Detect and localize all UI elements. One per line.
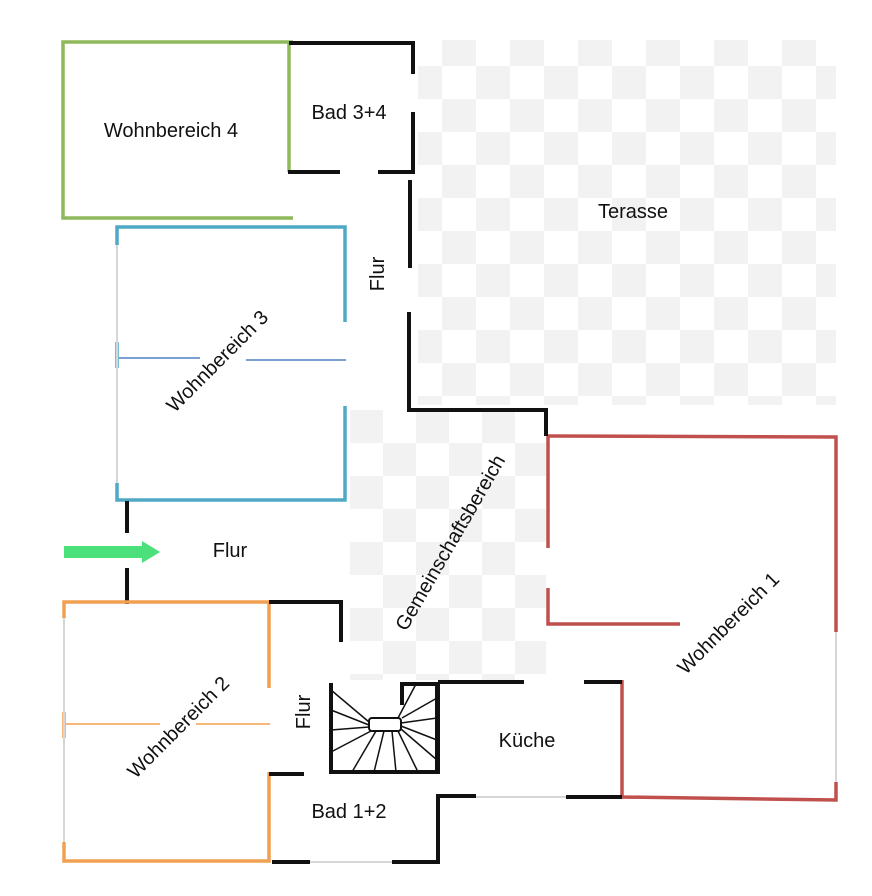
- entrance-arrow-icon: [64, 541, 160, 563]
- room-label-flur-small: Flur: [293, 694, 315, 729]
- room-label-bad-3-4: Bad 3+4: [311, 102, 386, 124]
- terrace-area: [418, 40, 836, 405]
- bad-3-4-walls: [288, 41, 415, 174]
- flur-upper-walls: [407, 180, 548, 436]
- room-label-terasse: Terasse: [598, 201, 668, 223]
- common-area: [350, 410, 546, 680]
- room-label-wohnbereich-1: Wohnbereich 1: [674, 569, 784, 679]
- room-label-wohnbereich-4: Wohnbereich 4: [104, 120, 238, 142]
- room-label-bad-1-2: Bad 1+2: [311, 801, 386, 823]
- room-label-wohnbereich-3: Wohnbereich 3: [163, 307, 273, 417]
- staircase-icon: [329, 682, 439, 774]
- room-label-wohnbereich-2: Wohnbereich 2: [124, 673, 234, 783]
- room-label-kueche: Küche: [499, 730, 556, 752]
- lower-walls: [269, 600, 622, 864]
- wohnbereich-4-outline: [61, 40, 293, 220]
- room-label-flur-upper: Flur: [367, 256, 389, 291]
- wohnbereich-1-outline: [546, 434, 838, 802]
- room-label-flur-middle: Flur: [213, 540, 248, 562]
